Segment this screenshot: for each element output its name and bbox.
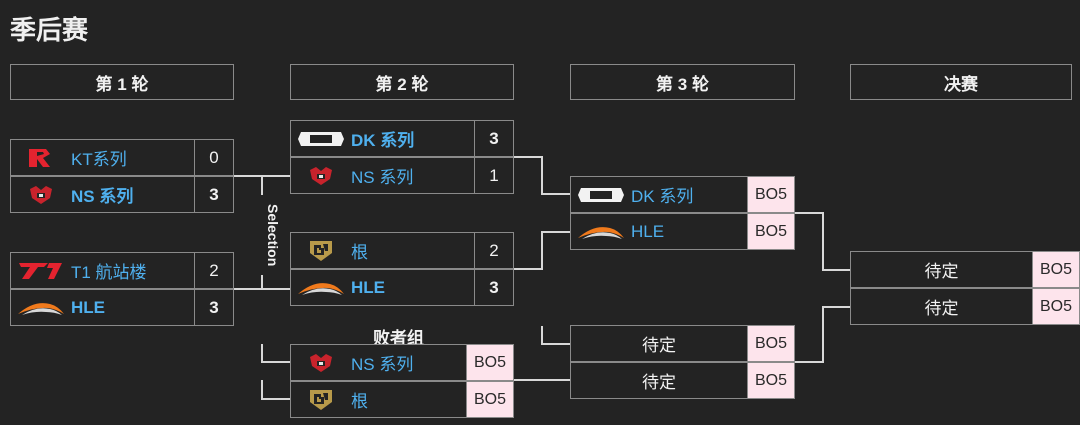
team-name: DK 系列 bbox=[631, 187, 694, 206]
match-row[interactable]: 待定 BO5 bbox=[850, 288, 1080, 325]
dk-logo-icon bbox=[571, 177, 631, 212]
match-row[interactable]: NS 系列 BO5 bbox=[290, 344, 514, 381]
match-row[interactable]: KT系列 0 bbox=[10, 139, 234, 176]
bo5-badge: BO5 bbox=[1032, 289, 1079, 324]
team-name: T1 航站楼 bbox=[71, 263, 147, 282]
connector-losers-in-b bbox=[261, 380, 290, 400]
bo5-badge: BO5 bbox=[466, 382, 513, 417]
score: 0 bbox=[194, 140, 233, 175]
ns-logo-icon bbox=[11, 177, 71, 212]
score: 3 bbox=[194, 177, 233, 212]
match-row[interactable]: HLE 3 bbox=[290, 269, 514, 306]
team-name: HLE bbox=[71, 297, 105, 317]
gen-logo-icon bbox=[291, 382, 351, 417]
team-name: 根 bbox=[351, 392, 368, 411]
match-row[interactable]: HLE 3 bbox=[10, 289, 234, 326]
match-row[interactable]: 待定 BO5 bbox=[570, 325, 795, 362]
match-row[interactable]: 待定 BO5 bbox=[570, 362, 795, 399]
match-row[interactable]: DK 系列 3 bbox=[290, 120, 514, 157]
kt-logo-icon bbox=[11, 140, 71, 175]
losers-group-label: 败者组 bbox=[373, 329, 424, 348]
team-name: 根 bbox=[351, 243, 368, 262]
ns-logo-icon bbox=[291, 345, 351, 380]
connector-losers-in-a bbox=[261, 344, 290, 363]
match-row[interactable]: DK 系列 BO5 bbox=[570, 176, 795, 213]
team-name: NS 系列 bbox=[71, 187, 134, 206]
score: 1 bbox=[474, 158, 513, 193]
connector-r2b-r3a bbox=[514, 231, 570, 270]
bo5-badge: BO5 bbox=[747, 326, 794, 361]
team-name-tbd: 待定 bbox=[924, 299, 959, 318]
final-header: 决赛 bbox=[850, 64, 1072, 100]
team-name: HLE bbox=[351, 277, 385, 297]
match-row[interactable]: NS 系列 1 bbox=[290, 157, 514, 194]
gen-logo-icon bbox=[291, 233, 351, 268]
bo5-badge: BO5 bbox=[747, 363, 794, 398]
team-name: NS 系列 bbox=[351, 355, 414, 374]
bo5-badge: BO5 bbox=[1032, 252, 1079, 287]
match-row[interactable]: T1 航站楼 2 bbox=[10, 252, 234, 289]
team-name-tbd: 待定 bbox=[642, 336, 676, 355]
score: 3 bbox=[474, 270, 513, 305]
selection-label: Selection bbox=[258, 195, 288, 275]
hle-logo-icon bbox=[11, 290, 71, 325]
connector-r3a-final bbox=[795, 212, 850, 271]
connector-r2a-r3a bbox=[514, 156, 570, 195]
match-row[interactable]: 根 2 bbox=[290, 232, 514, 269]
dk-logo-icon bbox=[291, 121, 351, 156]
team-name: HLE bbox=[631, 221, 665, 241]
score: 2 bbox=[194, 253, 233, 288]
team-name-tbd: 待定 bbox=[642, 373, 676, 392]
bo5-badge: BO5 bbox=[466, 345, 513, 380]
connector-r3b-final bbox=[795, 306, 850, 363]
page-title: 季后赛 bbox=[10, 15, 89, 45]
bo5-badge: BO5 bbox=[747, 177, 794, 212]
bo5-badge: BO5 bbox=[747, 214, 794, 249]
t1-logo-icon bbox=[11, 253, 71, 288]
hle-logo-icon bbox=[291, 270, 351, 305]
team-name-tbd: 待定 bbox=[924, 262, 959, 281]
team-name: DK 系列 bbox=[351, 131, 415, 150]
score: 2 bbox=[474, 233, 513, 268]
match-row[interactable]: 根 BO5 bbox=[290, 381, 514, 418]
match-row[interactable]: HLE BO5 bbox=[570, 213, 795, 250]
connector-r3b-in bbox=[541, 326, 570, 345]
round-2-header: 第 2 轮 bbox=[290, 64, 514, 100]
match-row[interactable]: 待定 BO5 bbox=[850, 251, 1080, 288]
round-1-header: 第 1 轮 bbox=[10, 64, 234, 100]
score: 3 bbox=[194, 290, 233, 325]
team-name: NS 系列 bbox=[351, 168, 414, 187]
team-name: KT系列 bbox=[71, 150, 127, 169]
score: 3 bbox=[474, 121, 513, 156]
match-row[interactable]: NS 系列 3 bbox=[10, 176, 234, 213]
round-3-header: 第 3 轮 bbox=[570, 64, 795, 100]
hle-logo-icon bbox=[571, 214, 631, 249]
ns-logo-icon bbox=[291, 158, 351, 193]
